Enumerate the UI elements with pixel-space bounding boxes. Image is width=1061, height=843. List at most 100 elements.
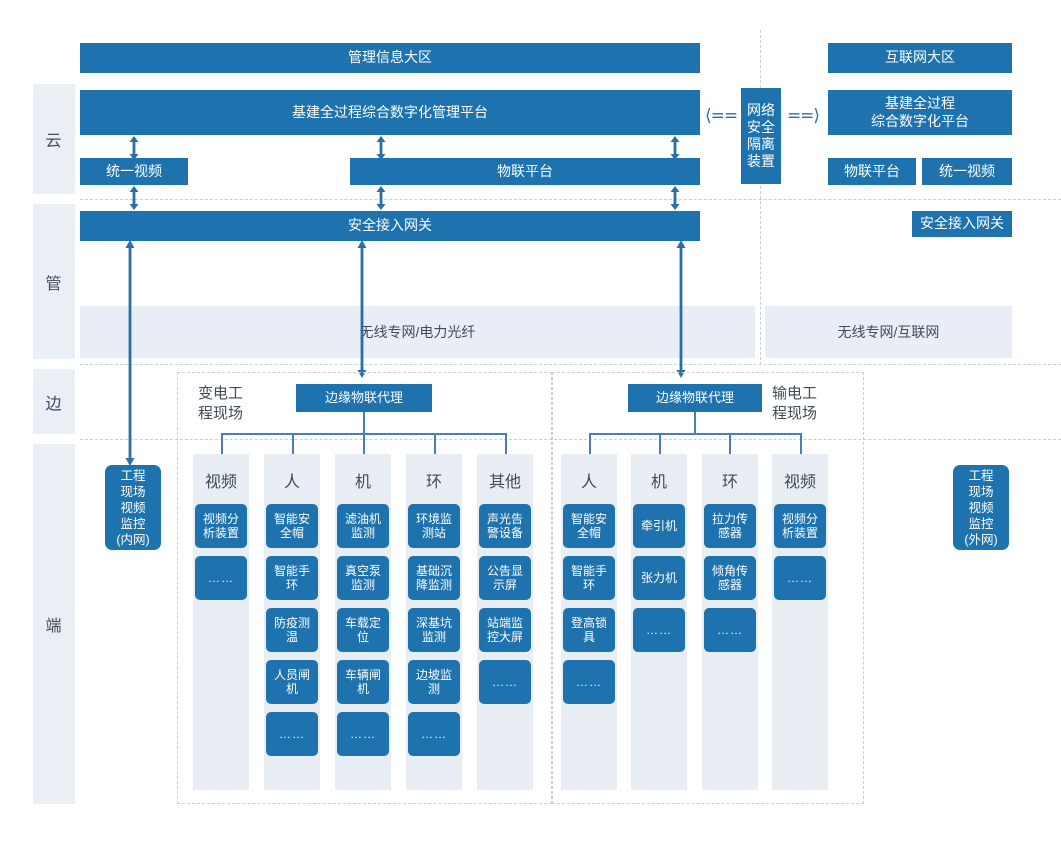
device-box[interactable]: 环境监测站 (408, 504, 460, 548)
device-box[interactable]: …… (408, 712, 460, 756)
cloud-right-platform[interactable]: 基建全过程 综合数字化平台 (828, 90, 1012, 135)
layer-separator-edge-end (80, 439, 1061, 440)
device-box[interactable]: 智能安全帽 (563, 504, 615, 548)
device-box[interactable]: 车载定位 (337, 608, 389, 652)
left-category-column-4: 其他 声光告警设备 公告显示屏 站端监控大屏 …… (477, 454, 533, 790)
layer-label-pipe-text: 管 (45, 275, 63, 293)
device-box[interactable]: 智能手环 (563, 556, 615, 600)
device-box[interactable]: 登高锁具 (563, 608, 615, 652)
arrow-iot-platform-to-gateway (375, 186, 387, 210)
isolation-line-4: 装置 (747, 153, 775, 170)
right-category-column-1: 机 牵引机 张力机 …… (631, 454, 687, 790)
device-box[interactable]: 公告显示屏 (479, 556, 531, 600)
device-box[interactable]: 智能手环 (266, 556, 318, 600)
device-box[interactable]: 边坡监测 (408, 660, 460, 704)
left-tree-stem (363, 412, 365, 434)
inner-video-line-5: (内网) (116, 532, 150, 547)
right-tree-stem (694, 412, 696, 434)
right-edge-iot-agent[interactable]: 边缘物联代理 (628, 384, 762, 412)
device-box[interactable]: …… (563, 660, 615, 704)
device-box[interactable]: 车辆闸机 (337, 660, 389, 704)
pipe-left-network-label: 无线专网/电力光纤 (359, 324, 476, 340)
outer-video-line-4: 监控 (968, 516, 994, 531)
inner-video-line-1: 工程 (120, 468, 146, 483)
isolation-line-1: 网络 (747, 101, 775, 118)
device-box[interactable]: 倾角传感器 (704, 556, 756, 600)
device-box[interactable]: 人员闸机 (266, 660, 318, 704)
left-category-column-0: 视频 视频分析装置 …… (193, 454, 249, 790)
site-video-monitor-outer-network[interactable]: 工程 现场 视频 监控 (外网) (953, 465, 1009, 550)
device-box[interactable]: 视频分析装置 (195, 504, 247, 548)
zone-internet-label: 互联网大区 (885, 49, 955, 66)
layer-label-edge: 边 (33, 369, 75, 434)
isolation-arrow-left-glyph: ⟨== (704, 106, 738, 126)
device-box[interactable]: 牵引机 (633, 504, 685, 548)
isolation-line-3: 隔离 (747, 136, 775, 152)
zone-management-header: 管理信息大区 (80, 43, 700, 73)
device-box[interactable]: …… (479, 660, 531, 704)
layer-label-cloud-text: 云 (45, 133, 63, 150)
cloud-right-iot-platform[interactable]: 物联平台 (828, 158, 916, 185)
device-box[interactable]: 基础沉降监测 (408, 556, 460, 600)
left-category-title-3: 环 (425, 474, 442, 491)
layer-separator-cloud-pipe (80, 199, 1061, 200)
outer-video-line-3: 视频 (968, 500, 994, 515)
arrow-unified-video-to-gateway (128, 186, 140, 210)
cloud-right-iot-platform-label: 物联平台 (844, 162, 900, 179)
device-box[interactable]: 拉力传感器 (704, 504, 756, 548)
arrow-platform-to-iot-platform-right (669, 136, 681, 160)
left-site-label-line2: 程现场 (198, 405, 244, 422)
device-box[interactable]: …… (774, 556, 826, 600)
inner-video-line-4: 监控 (120, 516, 146, 531)
device-box[interactable]: …… (633, 608, 685, 652)
device-box[interactable]: …… (704, 608, 756, 652)
network-security-isolation-device[interactable]: 网络 安全 隔离 装置 (741, 88, 781, 184)
left-edge-iot-agent[interactable]: 边缘物联代理 (296, 384, 432, 412)
device-box[interactable]: 真空泵监测 (337, 556, 389, 600)
right-category-title-1: 机 (650, 474, 667, 491)
cloud-management-platform[interactable]: 基建全过程综合数字化管理平台 (80, 90, 700, 135)
left-tree-drop-3 (363, 433, 365, 455)
device-box[interactable]: 智能安全帽 (266, 504, 318, 548)
device-box[interactable]: …… (195, 556, 247, 600)
arrow-iot-platform-right-to-gateway (669, 186, 681, 210)
cloud-right-unified-video-label: 统一视频 (939, 162, 995, 179)
device-box[interactable]: 防疫测温 (266, 608, 318, 652)
device-box[interactable]: 站端监控大屏 (479, 608, 531, 652)
layer-label-cloud: 云 (33, 84, 75, 194)
zone-separator-vertical (760, 30, 761, 365)
left-edge-iot-agent-label: 边缘物联代理 (324, 389, 403, 405)
cloud-unified-video-label: 统一视频 (106, 162, 162, 179)
isolation-line-2: 安全 (747, 118, 775, 135)
cloud-right-unified-video[interactable]: 统一视频 (922, 158, 1012, 185)
cloud-iot-platform-label: 物联平台 (497, 162, 553, 179)
device-box[interactable]: 张力机 (633, 556, 685, 600)
left-site-label-line1: 变电工 (198, 384, 244, 402)
device-box[interactable]: …… (266, 712, 318, 756)
zone-management-label: 管理信息大区 (348, 49, 432, 66)
left-category-column-1: 人 智能安全帽 智能手环 防疫测温 人员闸机 …… (264, 454, 320, 790)
device-box[interactable]: …… (337, 712, 389, 756)
right-site-label-line1: 输电工 (772, 384, 818, 402)
right-tree-drop-2 (659, 433, 661, 455)
pipe-right-security-gateway[interactable]: 安全接入网关 (912, 211, 1012, 237)
device-box[interactable]: 滤油机监测 (337, 504, 389, 548)
device-box[interactable]: 深基坑监测 (408, 608, 460, 652)
left-category-title-4: 其他 (488, 474, 521, 491)
cloud-unified-video[interactable]: 统一视频 (80, 158, 188, 185)
device-box[interactable]: 视频分析装置 (774, 504, 826, 548)
right-category-title-3: 视频 (783, 474, 816, 491)
right-edge-iot-agent-label: 边缘物联代理 (655, 389, 734, 405)
arrow-platform-to-iot-platform (375, 136, 387, 160)
arrow-platform-to-unified-video (128, 136, 140, 160)
pipe-left-network-band: 无线专网/电力光纤 (80, 306, 755, 358)
layer-label-edge-text: 边 (45, 395, 63, 413)
left-tree-drop-4 (434, 433, 436, 455)
cloud-iot-platform[interactable]: 物联平台 (350, 158, 700, 185)
pipe-right-network-band: 无线专网/互联网 (765, 306, 1012, 358)
site-video-monitor-inner-network[interactable]: 工程 现场 视频 监控 (内网) (105, 465, 161, 550)
outer-video-line-2: 现场 (968, 484, 994, 499)
left-category-title-1: 人 (283, 474, 300, 491)
pipe-left-security-gateway[interactable]: 安全接入网关 (80, 211, 700, 241)
device-box[interactable]: 声光告警设备 (479, 504, 531, 548)
